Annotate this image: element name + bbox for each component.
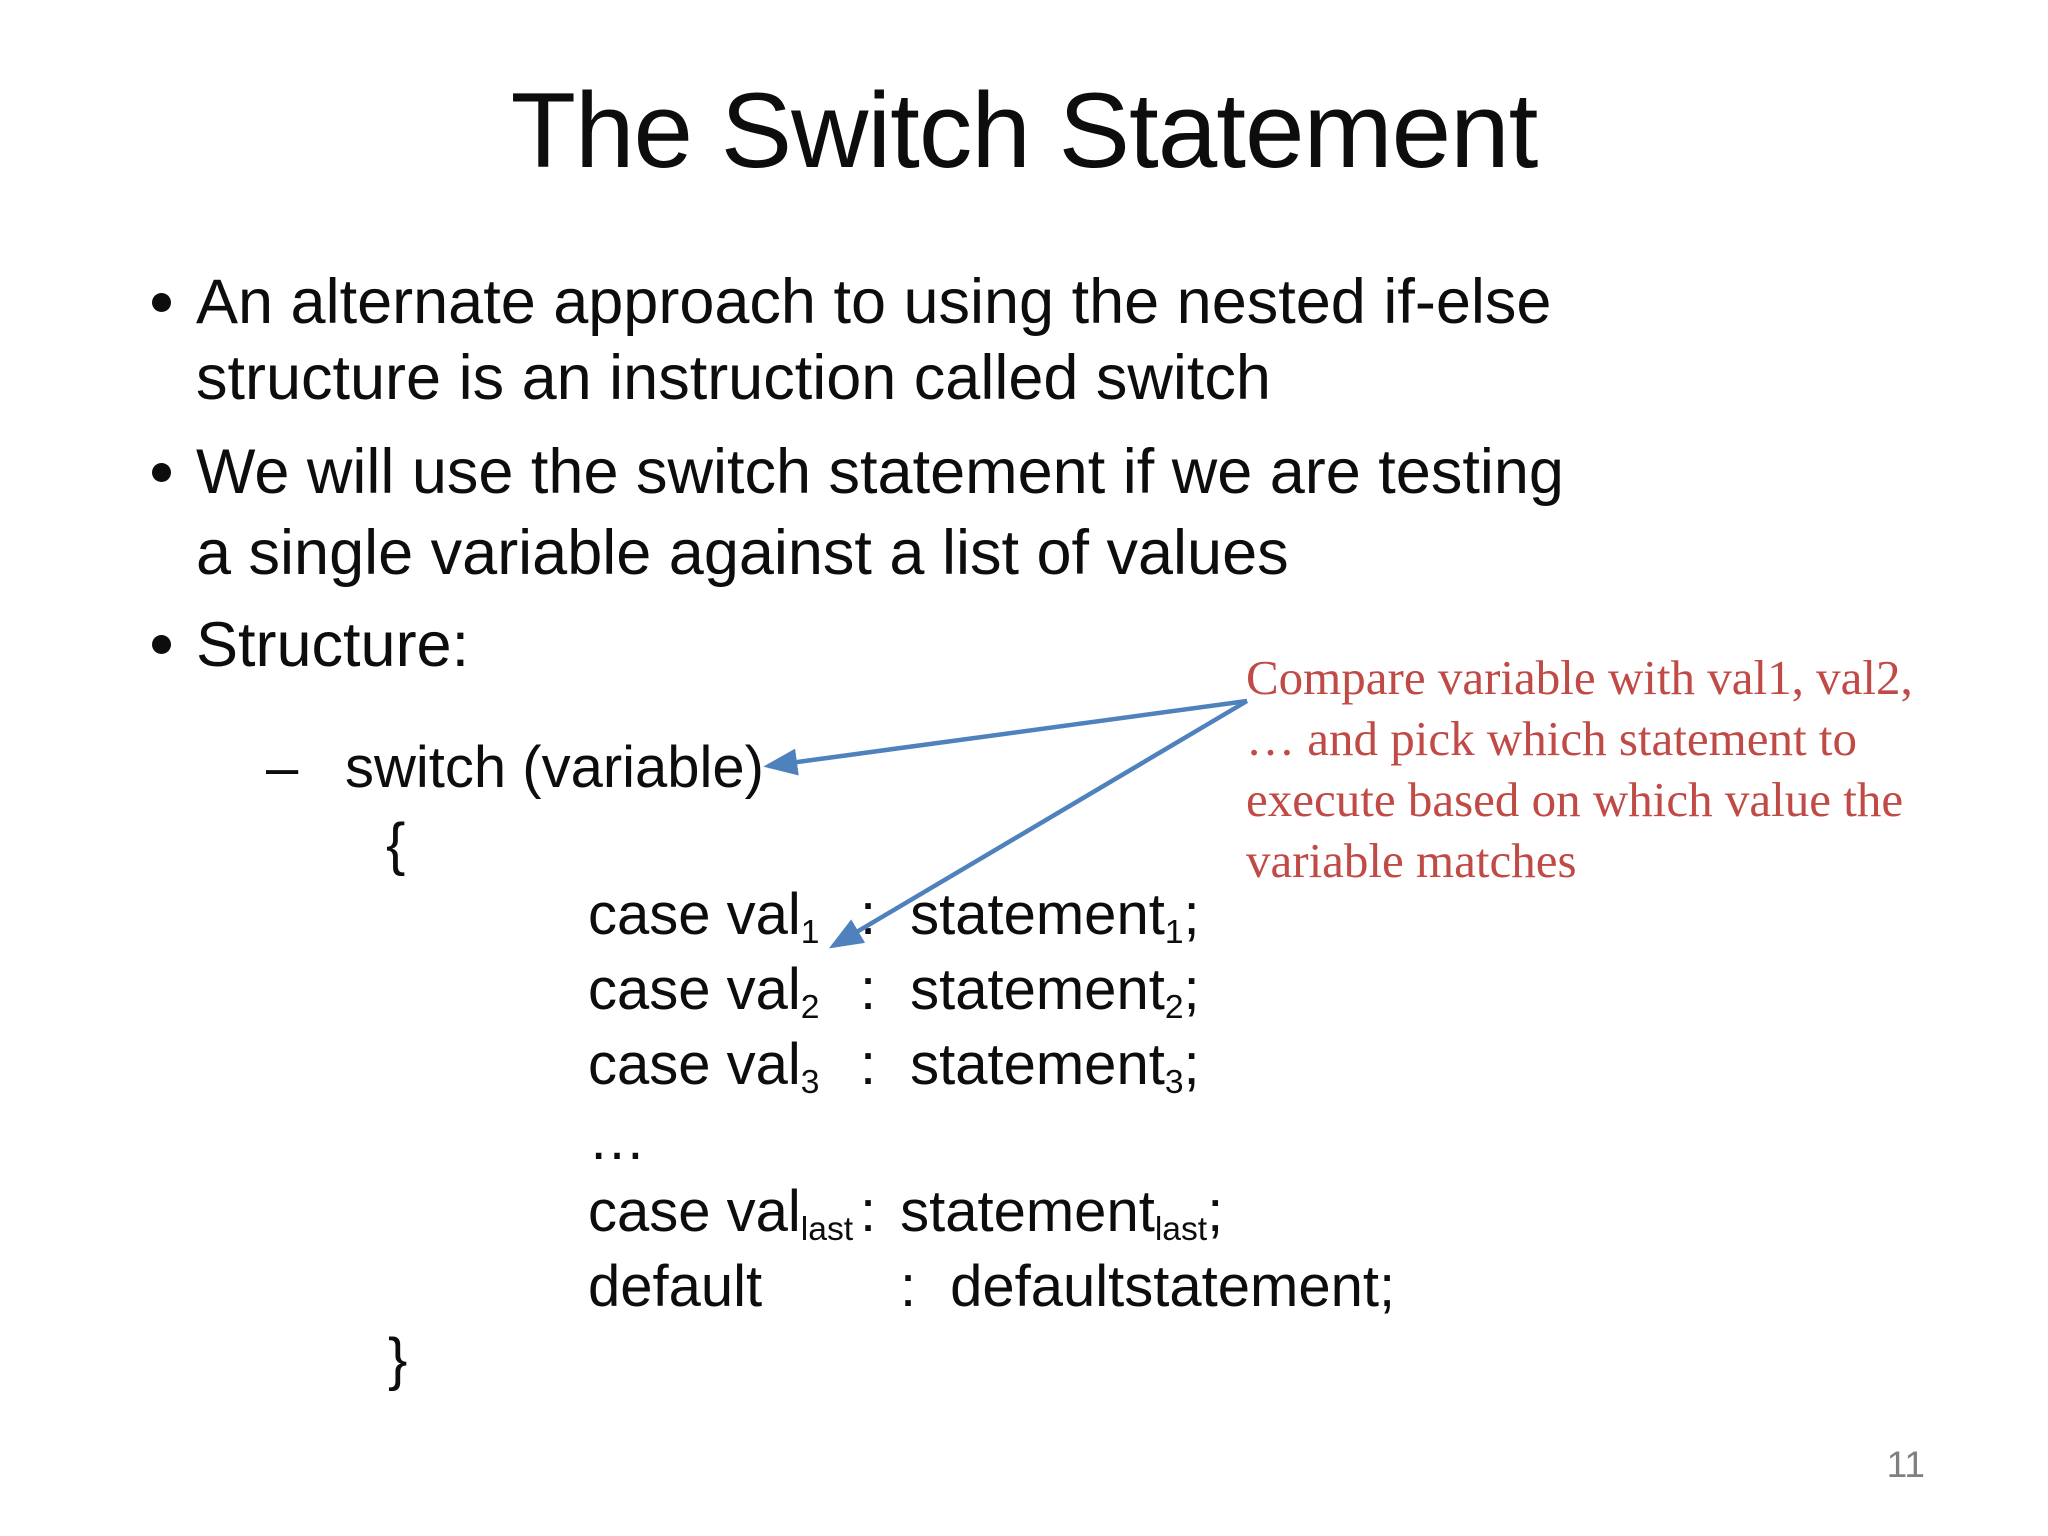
case-last-statement-text: statement bbox=[900, 1179, 1155, 1244]
code-line-ellipsis: … bbox=[588, 1107, 646, 1172]
case-2-statement-text: statement bbox=[910, 957, 1165, 1022]
code-close-brace: } bbox=[388, 1327, 408, 1392]
case-last-statement: statementlast; bbox=[900, 1179, 1224, 1248]
annotation-callout: Compare variable with val1, val2, … and … bbox=[1246, 647, 1913, 891]
colon: : bbox=[860, 1032, 877, 1097]
sub-bullet-dash-icon: – bbox=[266, 735, 299, 800]
case-3-statement-subscript: 3 bbox=[1164, 1063, 1184, 1101]
case-2-statement: statement2; bbox=[910, 957, 1200, 1026]
code-line-switch: switch (variable) bbox=[345, 735, 764, 800]
code-line-case-last: case vallast:statementlast; bbox=[588, 1175, 1223, 1258]
default-statement: defaultstatement; bbox=[950, 1254, 1395, 1319]
case-3-statement-text: statement bbox=[910, 1032, 1165, 1097]
case-1-statement: statement1; bbox=[910, 882, 1200, 951]
semicolon: ; bbox=[1207, 1179, 1224, 1244]
bullet-icon bbox=[152, 463, 171, 482]
bullet-1-line-1: An alternate approach to using the neste… bbox=[196, 267, 1552, 337]
page-number: 11 bbox=[1886, 1444, 1925, 1485]
annotation-line-4: variable matches bbox=[1246, 833, 1577, 888]
slide-title: The Switch Statement bbox=[510, 70, 1539, 190]
case-1-label: case val1 bbox=[588, 878, 860, 961]
colon: : bbox=[860, 882, 877, 947]
case-3-keyword: case val bbox=[588, 1032, 801, 1097]
bullet-1-line-2: structure is an instruction called switc… bbox=[196, 343, 1271, 413]
bullet-icon bbox=[152, 635, 171, 654]
bullet-icon bbox=[152, 293, 171, 312]
bullet-2-line-2: a single variable against a list of valu… bbox=[196, 518, 1289, 588]
case-2-statement-subscript: 2 bbox=[1164, 988, 1184, 1026]
case-1-keyword: case val bbox=[588, 882, 801, 947]
colon: : bbox=[860, 957, 877, 1022]
case-1-statement-text: statement bbox=[910, 882, 1165, 947]
case-last-statement-subscript: last bbox=[1154, 1210, 1208, 1248]
default-keyword: default bbox=[588, 1254, 763, 1319]
semicolon: ; bbox=[1378, 1254, 1396, 1319]
semicolon: ; bbox=[1183, 882, 1200, 947]
bullet-3-structure: Structure: bbox=[196, 610, 470, 680]
case-last-keyword: case val bbox=[588, 1179, 801, 1244]
code-line-case-2: case val2:statement2; bbox=[588, 953, 1200, 1036]
code-line-case-3: case val3:statement3; bbox=[588, 1028, 1200, 1111]
code-line-case-1: case val1:statement1; bbox=[588, 878, 1200, 961]
case-last-subscript: last bbox=[800, 1210, 854, 1248]
case-2-subscript: 2 bbox=[800, 988, 820, 1026]
semicolon: ; bbox=[1183, 957, 1200, 1022]
colon: : bbox=[900, 1254, 917, 1319]
bullet-2-line-1: We will use the switch statement if we a… bbox=[196, 437, 1564, 507]
case-last-label: case vallast bbox=[588, 1175, 860, 1258]
case-3-subscript: 3 bbox=[800, 1063, 820, 1101]
case-3-statement: statement3; bbox=[910, 1032, 1200, 1101]
arrow-to-variable-icon bbox=[763, 698, 1248, 776]
default-statement-text: defaultstatement bbox=[950, 1254, 1379, 1319]
code-open-brace: { bbox=[386, 812, 406, 877]
case-1-statement-subscript: 1 bbox=[1164, 913, 1184, 951]
case-1-subscript: 1 bbox=[800, 913, 820, 951]
annotation-line-2: … and pick which statement to bbox=[1246, 711, 1857, 766]
annotation-line-3: execute based on which value the bbox=[1246, 772, 1904, 827]
colon: : bbox=[860, 1179, 877, 1244]
case-2-keyword: case val bbox=[588, 957, 801, 1022]
code-line-default: default: defaultstatement; bbox=[588, 1250, 1395, 1324]
semicolon: ; bbox=[1183, 1032, 1200, 1097]
case-2-label: case val2 bbox=[588, 953, 860, 1036]
case-3-label: case val3 bbox=[588, 1028, 860, 1111]
annotation-line-1: Compare variable with val1, val2, bbox=[1246, 650, 1913, 705]
